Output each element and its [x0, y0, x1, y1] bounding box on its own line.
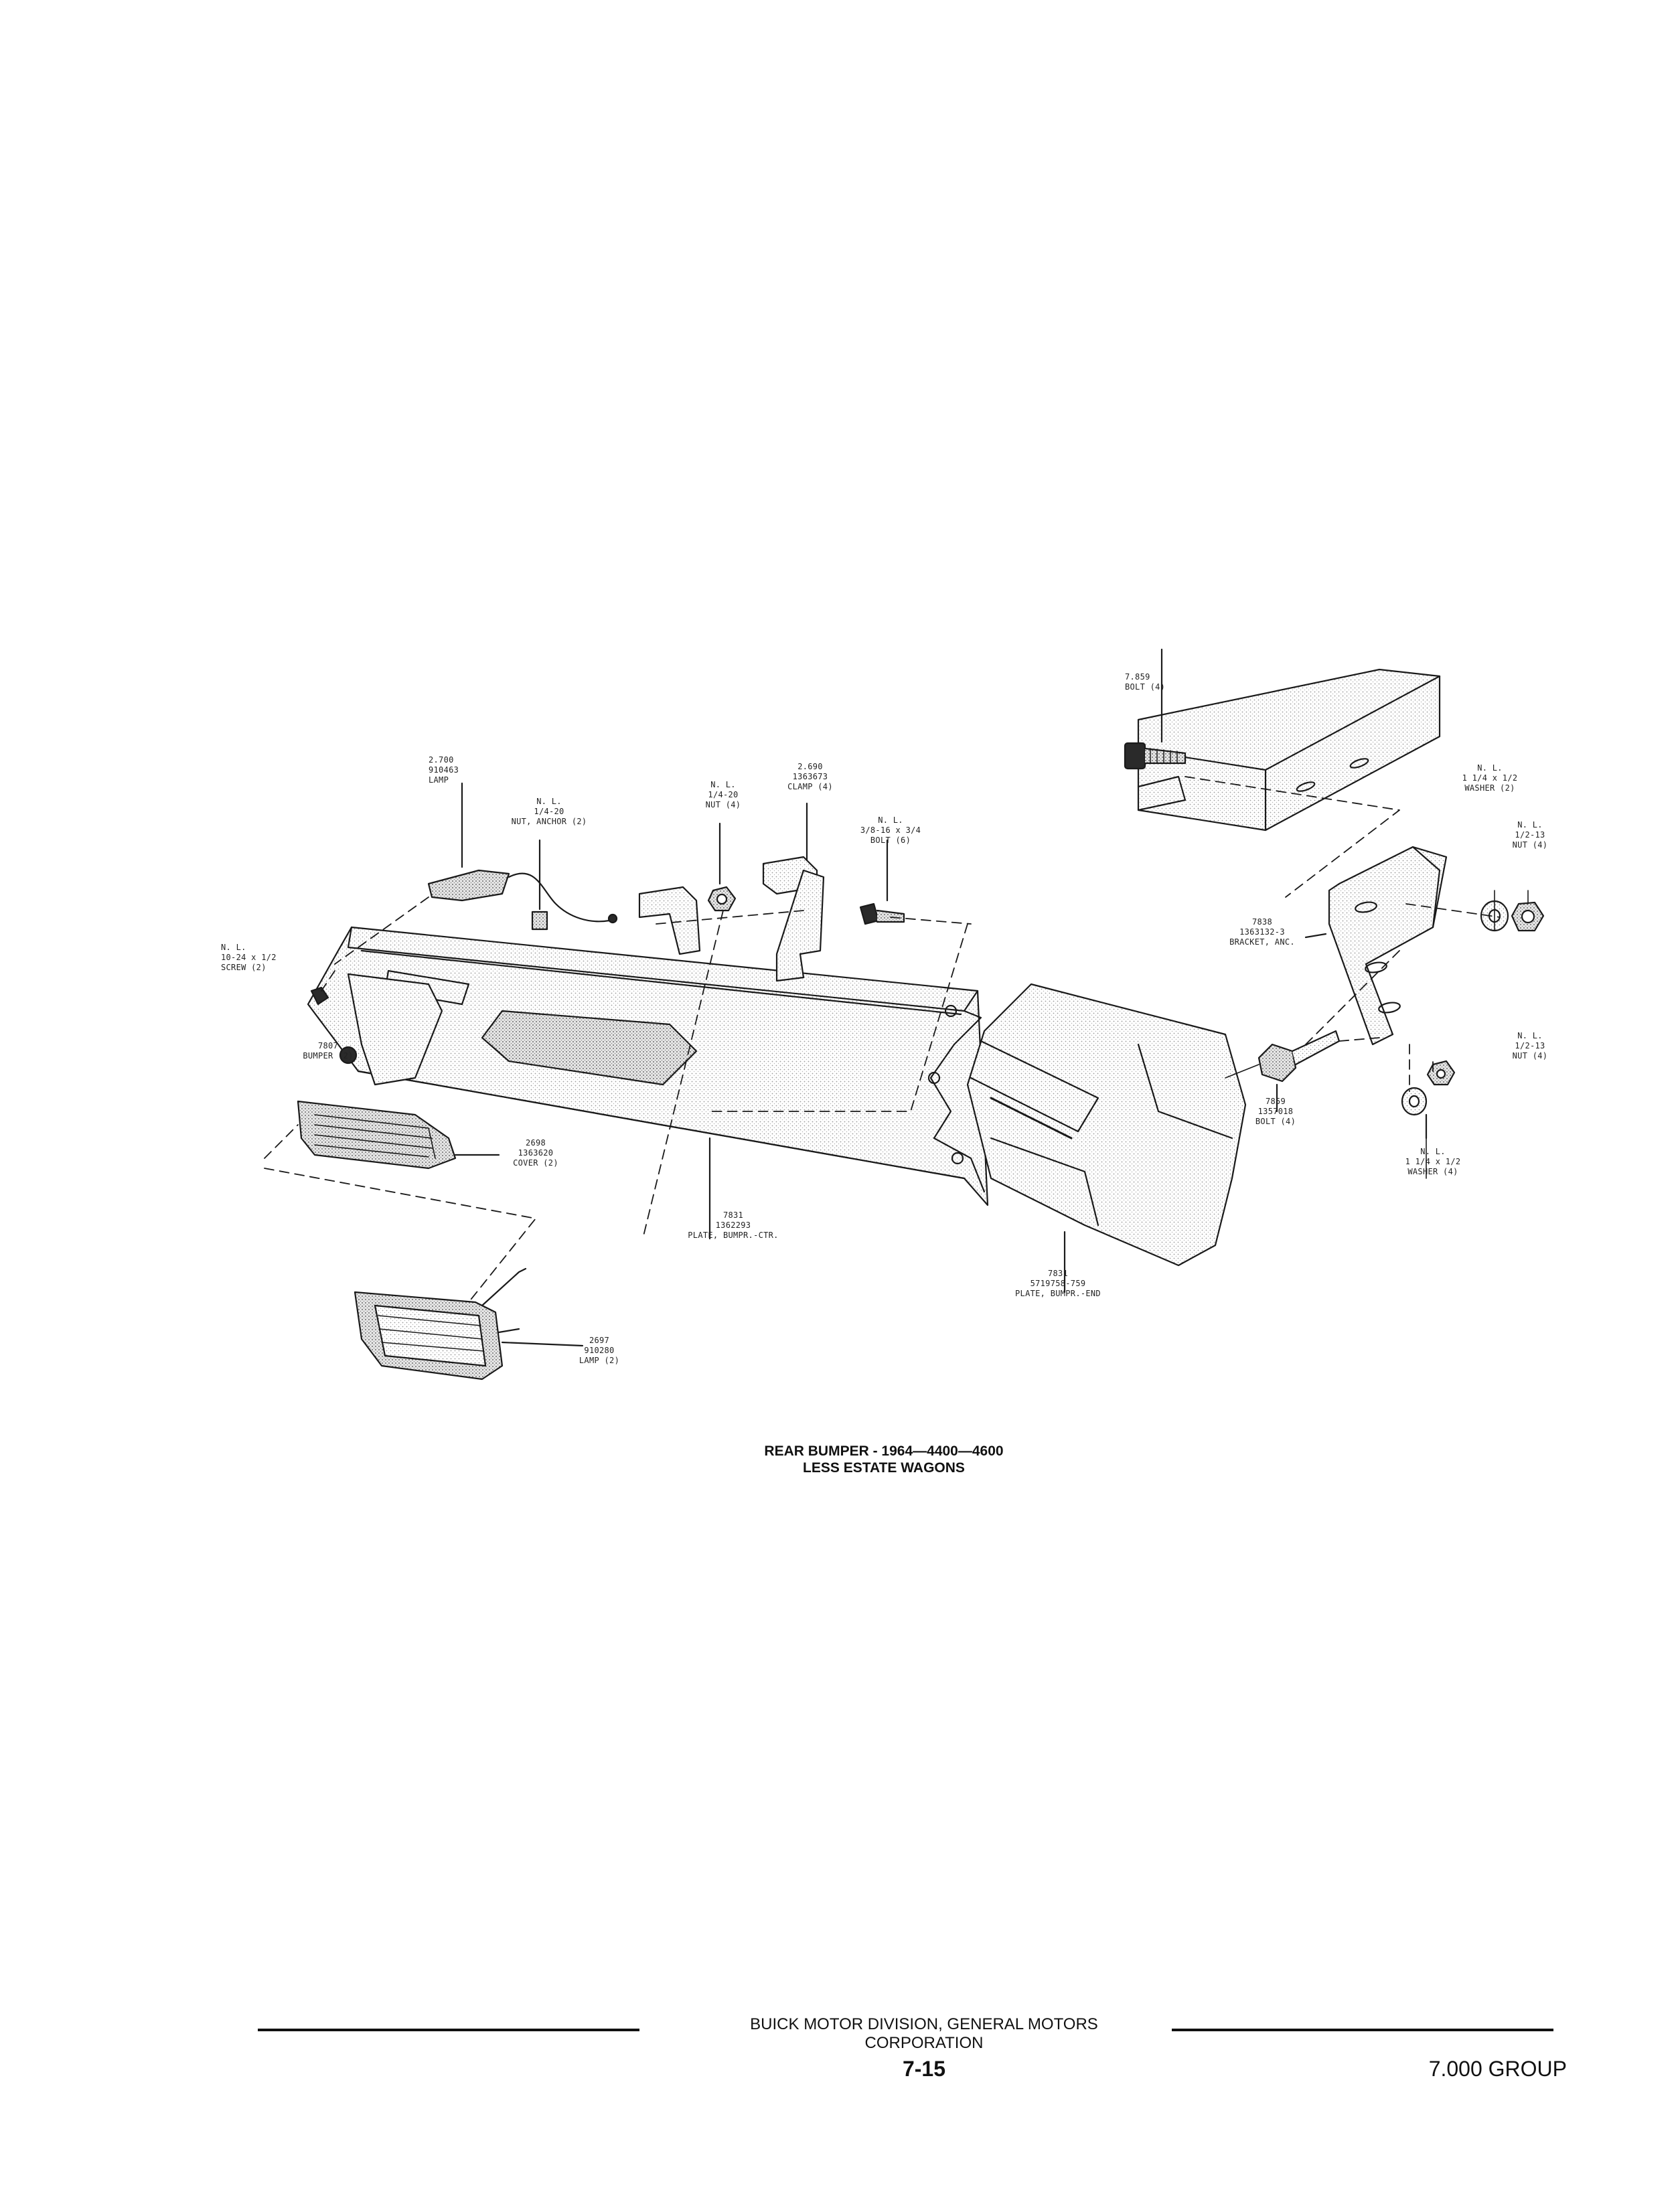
page-number: 7-15: [902, 2057, 946, 2081]
part-size: 1/2-13: [1515, 830, 1545, 840]
bolt-icon: [1257, 1030, 1341, 1113]
center-bumper-plate: [307, 926, 989, 1240]
part-number: 2698: [525, 1138, 546, 1148]
part-code: 1363132-3: [1239, 927, 1285, 937]
diagram-caption: REAR BUMPER - 1964—4400—4600 LESS ESTATE…: [710, 1443, 1058, 1476]
callout-screw-10-24: N. L. 10-24 x 1/2 SCREW (2): [221, 943, 295, 973]
bracket-icon: [1304, 846, 1448, 1046]
part-description: LAMP: [429, 775, 449, 785]
part-description: BOLT (4): [1125, 682, 1166, 692]
small-bracket-icon: [638, 886, 701, 955]
footer-rule-right: [1172, 2029, 1553, 2031]
bolt-icon: [1124, 648, 1187, 770]
footer-company: BUICK MOTOR DIVISION, GENERAL MOTORS COR…: [750, 2015, 1098, 2052]
part-number: 7831: [722, 1210, 744, 1220]
part-code: 1363673: [792, 772, 828, 781]
part-code: 1363620: [518, 1148, 554, 1158]
washer-icon: [1401, 1087, 1428, 1139]
cover-icon: [297, 1100, 500, 1170]
callout-bolt-3-8: N. L. 3/8-16 x 3/4 BOLT (6): [850, 815, 931, 846]
part-description: BUMPER (2): [303, 1051, 354, 1060]
rubber-bumper-icon: [339, 1046, 358, 1065]
callout-lamp-2700: 2.700 910463 LAMP: [429, 755, 509, 785]
part-code: 1362293: [715, 1221, 751, 1230]
part-description: BOLT (4): [1255, 1117, 1296, 1126]
clamp-icon: [762, 802, 825, 982]
part-description: CLAMP (4): [787, 782, 833, 791]
callout-plate-end: 7831 5719758-759 PLATE, BUMPR.-END: [984, 1269, 1132, 1299]
callout-cover-2698: 2698 1363620 COVER (2): [499, 1138, 572, 1168]
part-description: PLATE, BUMPR.-CTR.: [688, 1231, 779, 1240]
part-number: N. L.: [1477, 763, 1503, 773]
part-number: N. L.: [1517, 1031, 1543, 1040]
part-number: N. L.: [710, 780, 736, 789]
callout-washer-bottom: N. L. 1 1/4 x 1/2 WASHER (4): [1393, 1147, 1473, 1177]
callout-nut-1-2-13-bottom: N. L. 1/2-13 NUT (4): [1503, 1031, 1557, 1061]
nut-icon: [1426, 1060, 1456, 1086]
group-label: 7.000 GROUP: [1428, 2057, 1567, 2081]
callout-bracket-7838: 7838 1363132-3 BRACKET, ANC.: [1215, 917, 1309, 947]
callout-nut-anchor: N. L. 1/4-20 NUT, ANCHOR (2): [495, 797, 603, 827]
callout-nut-1-4-20: N. L. 1/4-20 NUT (4): [693, 780, 753, 810]
callout-bolt-7859-top: 7.859 BOLT (4): [1125, 672, 1205, 692]
part-number: N. L.: [878, 815, 903, 825]
callout-plate-center: 7831 1362293 PLATE, BUMPR.-CTR.: [663, 1210, 804, 1241]
part-number: 2.690: [797, 762, 823, 771]
part-number: 7807: [317, 1041, 339, 1050]
part-description: NUT (4): [705, 800, 741, 809]
nut-icon: [1511, 901, 1545, 932]
lamp-icon: [427, 782, 618, 924]
footer-rule-left: [258, 2029, 639, 2031]
nut-icon: [707, 822, 737, 912]
caption-line-2: LESS ESTATE WAGONS: [803, 1460, 965, 1476]
frame-rail: [1137, 668, 1441, 832]
caption-line-1: REAR BUMPER - 1964—4400—4600: [764, 1443, 1004, 1459]
part-size: 10-24 x 1/2: [221, 953, 277, 962]
part-description: WASHER (4): [1407, 1167, 1458, 1176]
part-description: LAMP (2): [579, 1356, 620, 1365]
part-code: 910280: [584, 1346, 615, 1355]
callout-nut-1-2-13-top: N. L. 1/2-13 NUT (4): [1503, 820, 1557, 850]
part-number: 7.859: [1125, 672, 1150, 682]
part-description: COVER (2): [513, 1158, 558, 1168]
callout-lamp-2697: 2697 910280 LAMP (2): [569, 1336, 629, 1366]
part-size: 1/4-20: [534, 807, 564, 816]
part-size: 1/2-13: [1515, 1041, 1545, 1050]
part-size: 1 1/4 x 1/2: [1405, 1157, 1461, 1166]
part-description: NUT (4): [1512, 840, 1548, 850]
part-size: 1/4-20: [708, 790, 739, 799]
lamp-icon: [354, 1267, 584, 1381]
side-bracket-icon: [310, 973, 443, 1086]
part-number: 2697: [589, 1336, 610, 1345]
part-number: 7859: [1265, 1097, 1286, 1106]
callout-washer-top: N. L. 1 1/4 x 1/2 WASHER (2): [1453, 763, 1527, 793]
part-number: N. L.: [1517, 820, 1543, 830]
callout-clamp-2690: 2.690 1363673 CLAMP (4): [777, 762, 844, 792]
part-code: 1357018: [1257, 1107, 1294, 1116]
part-number: 2.700: [429, 755, 454, 765]
part-description: BRACKET, ANC.: [1229, 937, 1295, 947]
part-description: NUT (4): [1512, 1051, 1548, 1060]
part-description: SCREW (2): [221, 963, 266, 972]
part-description: NUT, ANCHOR (2): [511, 817, 587, 826]
anchor-nut-icon: [531, 839, 548, 931]
part-code: 5719758-759: [1030, 1279, 1086, 1288]
part-number: 7838: [1251, 917, 1273, 927]
callout-bolt-7859-bottom: 7859 1357018 BOLT (4): [1245, 1097, 1306, 1127]
part-description: BOLT (6): [870, 836, 911, 845]
part-description: WASHER (2): [1464, 783, 1515, 793]
end-bumper-plate: [966, 983, 1247, 1293]
callout-bumper-7807: 7807 BUMPER (2): [295, 1041, 362, 1061]
part-number: 7831: [1047, 1269, 1069, 1278]
part-code: 910463: [429, 765, 459, 775]
part-size: 1 1/4 x 1/2: [1462, 773, 1518, 783]
part-description: PLATE, BUMPR.-END: [1015, 1289, 1101, 1298]
part-number: N. L.: [221, 943, 246, 952]
part-size: 3/8-16 x 3/4: [860, 825, 921, 835]
part-number: N. L.: [536, 797, 562, 806]
bolt-icon: [859, 839, 905, 925]
part-number: N. L.: [1420, 1147, 1446, 1156]
